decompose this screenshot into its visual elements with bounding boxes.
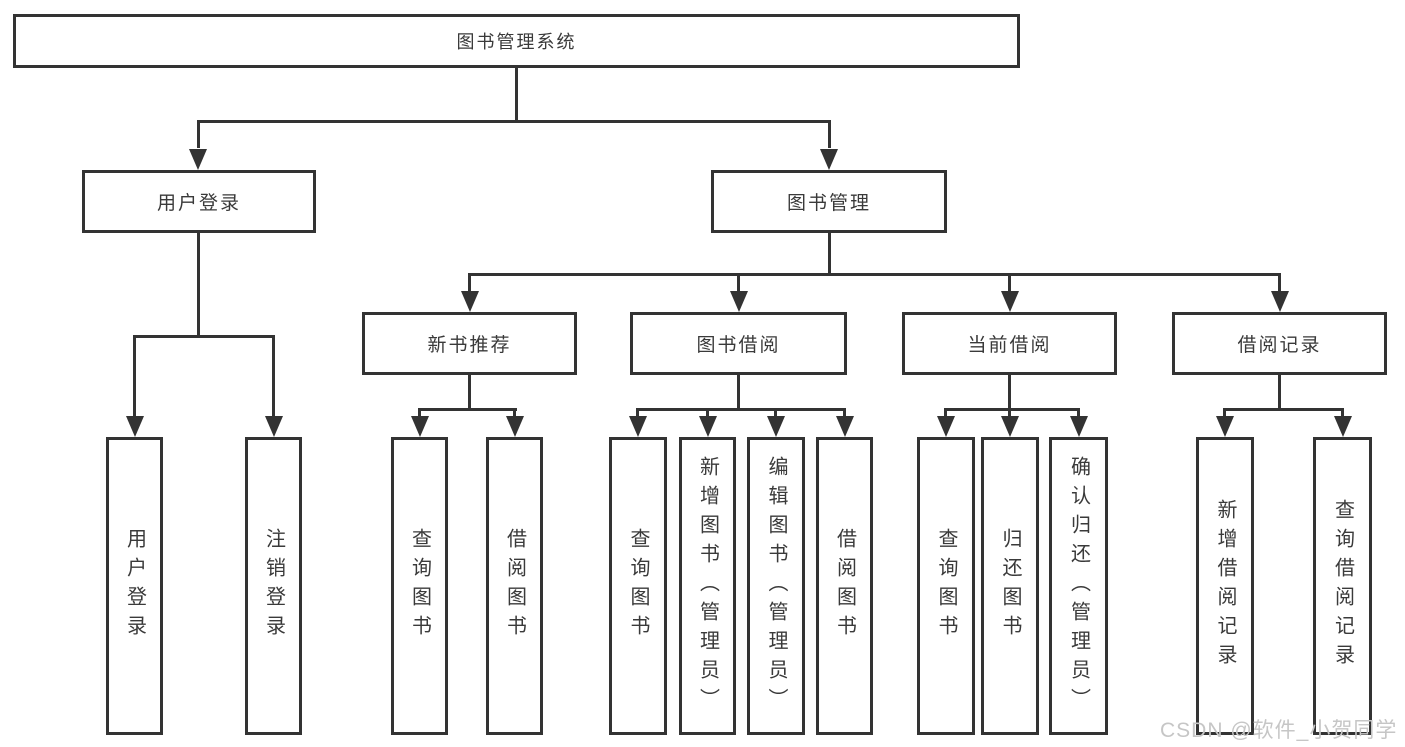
arrowhead-down-icon [189, 149, 207, 170]
leaf-logout: 注销登录 [245, 437, 302, 735]
connector-line [774, 408, 777, 416]
connector-line [1341, 408, 1344, 416]
node-root: 图书管理系统 [13, 14, 1020, 68]
node-user-login: 用户登录 [82, 170, 316, 233]
connector-line [272, 335, 275, 416]
node-book-management-label: 图书管理 [786, 193, 871, 214]
connector-line [1223, 408, 1226, 416]
connector-line [636, 408, 846, 411]
csdn-watermark: CSDN @软件_小贺同学 [1160, 719, 1398, 742]
connector-line [197, 120, 200, 148]
leaf-user-login-label: 用户登录 [123, 528, 146, 644]
arrowhead-down-icon [629, 416, 647, 437]
arrowhead-down-icon [836, 416, 854, 437]
arrowhead-down-icon [937, 416, 955, 437]
leaf-records-add-record: 新增借阅记录 [1196, 437, 1254, 735]
connector-line [468, 273, 1281, 276]
node-borrowing-records: 借阅记录 [1172, 312, 1387, 375]
arrowhead-down-icon [411, 416, 429, 437]
connector-line [1077, 408, 1080, 416]
connector-line [1278, 375, 1281, 408]
connector-line [513, 408, 516, 416]
arrowhead-down-icon [1001, 416, 1019, 437]
node-new-book-recommend-label: 新书推荐 [427, 335, 512, 356]
connector-line [418, 408, 517, 411]
leaf-borrowing-edit-books: 编辑图书（管理员） [747, 437, 805, 735]
leaf-borrowing-edit-books-label: 编辑图书（管理员） [765, 455, 787, 717]
leaf-current-return-books-label: 归还图书 [999, 528, 1021, 644]
node-root-label: 图书管理系统 [456, 32, 577, 52]
arrowhead-down-icon [1070, 416, 1088, 437]
arrowhead-down-icon [126, 416, 144, 437]
connector-line [468, 375, 471, 408]
leaf-recommend-query-books-label: 查询图书 [408, 528, 431, 644]
node-current-borrowing-label: 当前借阅 [967, 335, 1052, 356]
leaf-borrowing-query-books-label: 查询图书 [627, 528, 649, 644]
leaf-recommend-borrow-books: 借阅图书 [486, 437, 543, 735]
node-user-login-label: 用户登录 [156, 193, 241, 214]
arrowhead-down-icon [820, 149, 838, 170]
connector-line [515, 68, 518, 120]
connector-line [737, 273, 740, 292]
node-current-borrowing: 当前借阅 [902, 312, 1117, 375]
connector-line [1008, 375, 1011, 408]
node-book-management: 图书管理 [711, 170, 947, 233]
leaf-current-confirm-return: 确认归还（管理员） [1049, 437, 1108, 735]
leaf-logout-label: 注销登录 [262, 528, 285, 644]
leaf-current-return-books: 归还图书 [981, 437, 1039, 735]
arrowhead-down-icon [1334, 416, 1352, 437]
connector-line [636, 408, 639, 416]
node-book-borrowing-label: 图书借阅 [696, 335, 781, 356]
connector-line [944, 408, 947, 416]
connector-line [468, 273, 471, 292]
node-new-book-recommend: 新书推荐 [362, 312, 577, 375]
node-borrowing-records-label: 借阅记录 [1237, 335, 1322, 356]
leaf-records-query-record: 查询借阅记录 [1313, 437, 1372, 735]
leaf-current-query-books-label: 查询图书 [935, 528, 957, 644]
arrowhead-down-icon [506, 416, 524, 437]
connector-line [944, 408, 1080, 411]
leaf-records-query-record-label: 查询借阅记录 [1331, 499, 1354, 673]
connector-line [706, 408, 709, 416]
leaf-borrowing-add-books-label: 新增图书（管理员） [696, 455, 719, 717]
connector-line [828, 120, 831, 148]
arrowhead-down-icon [265, 416, 283, 437]
arrowhead-down-icon [1216, 416, 1234, 437]
leaf-current-query-books: 查询图书 [917, 437, 975, 735]
leaf-current-confirm-return-label: 确认归还（管理员） [1067, 455, 1090, 717]
leaf-borrowing-borrow-books: 借阅图书 [816, 437, 873, 735]
connector-line [1223, 408, 1344, 411]
arrowhead-down-icon [730, 291, 748, 312]
arrowhead-down-icon [699, 416, 717, 437]
connector-line [197, 120, 831, 123]
leaf-records-add-record-label: 新增借阅记录 [1214, 499, 1236, 673]
arrowhead-down-icon [461, 291, 479, 312]
leaf-borrowing-query-books: 查询图书 [609, 437, 667, 735]
connector-line [843, 408, 846, 416]
connector-line [197, 233, 200, 335]
connector-line [133, 335, 136, 416]
leaf-recommend-query-books: 查询图书 [391, 437, 448, 735]
connector-line [1008, 273, 1011, 292]
connector-line [418, 408, 421, 416]
connector-line [133, 335, 275, 338]
leaf-borrowing-borrow-books-label: 借阅图书 [833, 528, 856, 644]
connector-line [828, 233, 831, 273]
connector-line [1278, 273, 1281, 292]
leaf-user-login: 用户登录 [106, 437, 163, 735]
leaf-recommend-borrow-books-label: 借阅图书 [503, 528, 526, 644]
arrowhead-down-icon [1001, 291, 1019, 312]
connector-line [737, 375, 740, 408]
node-book-borrowing: 图书借阅 [630, 312, 847, 375]
arrowhead-down-icon [767, 416, 785, 437]
connector-line [1008, 408, 1011, 416]
leaf-borrowing-add-books: 新增图书（管理员） [679, 437, 736, 735]
arrowhead-down-icon [1271, 291, 1289, 312]
